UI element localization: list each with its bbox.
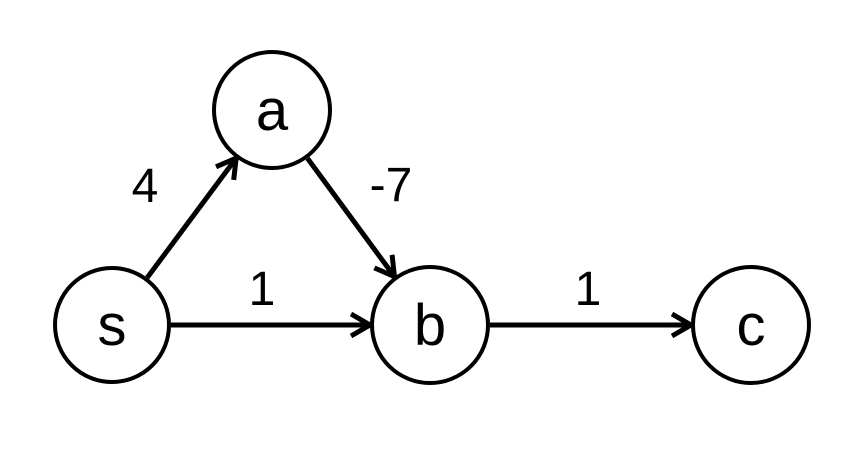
edge-weight-b-c: 1: [575, 263, 602, 316]
edge-labels-layer: 4 -7 1 1: [132, 159, 602, 316]
node-a-label: a: [256, 78, 289, 143]
nodes-layer: s a b c: [53, 50, 811, 385]
node-c-label: c: [737, 293, 766, 358]
edge-a-b: [305, 156, 395, 276]
edge-weight-s-a: 4: [132, 160, 159, 213]
edges-layer: [145, 156, 691, 325]
edge-weight-s-b: 1: [249, 263, 276, 316]
node-c-circle: [691, 265, 811, 385]
node-b-label: b: [414, 293, 446, 358]
node-s-label: s: [98, 293, 127, 358]
node-s-circle: [53, 266, 171, 384]
edge-s-a: [145, 158, 236, 280]
node-a-circle: [212, 50, 332, 170]
node-b-circle: [370, 265, 490, 385]
edge-weight-a-b: -7: [370, 159, 413, 212]
